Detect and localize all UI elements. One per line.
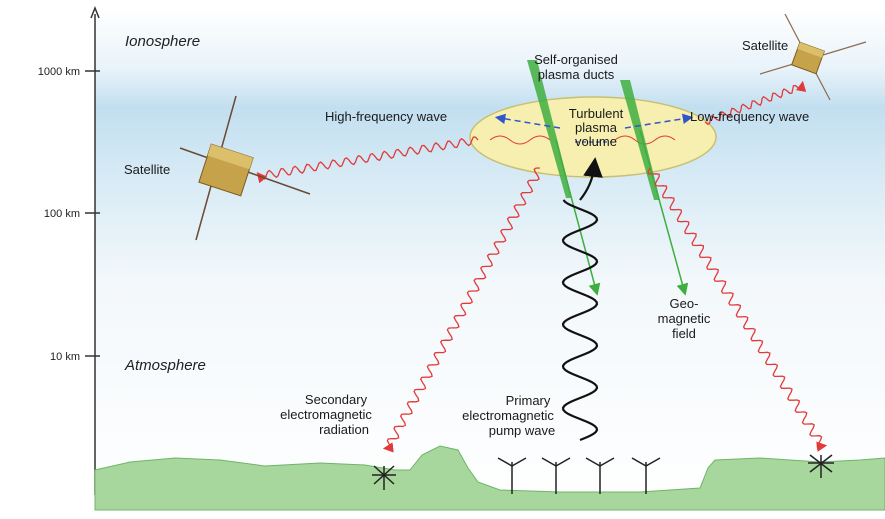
pump-wave-tail — [579, 157, 603, 201]
label-low-frequency-wave: Low-frequency wave — [690, 109, 809, 124]
label-high-frequency-wave: High-frequency wave — [325, 109, 447, 124]
label-pump-wave: pump wave — [489, 423, 555, 438]
plasma-duct-left — [527, 60, 572, 198]
primary-pump-wave — [561, 199, 599, 442]
secondary-radiation-left — [382, 167, 541, 453]
label-satellite-left: Satellite — [124, 162, 170, 177]
tick-label-1000km: 1000 km — [38, 66, 80, 78]
region-label-ionosphere: Ionosphere — [125, 33, 200, 50]
label-radiation: radiation — [319, 422, 369, 437]
label-plasma: plasma — [575, 120, 618, 135]
hf-wave-to-left-satellite — [256, 136, 479, 184]
label-plasma-ducts: plasma ducts — [538, 67, 615, 82]
label-secondary-electromagnetic: electromagnetic — [280, 407, 372, 422]
label-magnetic: magnetic — [658, 311, 711, 326]
label-primary-electromagnetic: electromagnetic — [462, 408, 554, 423]
sky-background — [95, 8, 885, 508]
label-secondary: Secondary — [305, 392, 368, 407]
label-primary: Primary — [506, 393, 551, 408]
secondary-radiation-right — [647, 167, 828, 452]
antenna-secondary-right — [808, 454, 834, 478]
hf-direction-arrow — [494, 113, 561, 129]
lf-wave-to-right-satellite — [704, 80, 807, 126]
label-turbulent: Turbulent — [569, 106, 624, 121]
geomagnetic-field-line-right — [639, 129, 689, 296]
tick-label-100km: 100 km — [44, 208, 80, 220]
satellite-right — [759, 13, 867, 101]
plasma-duct-right — [620, 80, 660, 200]
ground — [94, 445, 885, 511]
label-satellite-right: Satellite — [742, 38, 788, 53]
satellite-left — [179, 95, 311, 241]
altitude-axis-arrowhead — [90, 5, 100, 19]
antenna-array — [497, 457, 661, 494]
geomagnetic-field-line-left — [555, 139, 601, 296]
lf-direction-arrow — [624, 113, 694, 129]
label-geo: Geo- — [670, 296, 699, 311]
region-label-atmosphere: Atmosphere — [124, 357, 206, 374]
antenna-secondary-left — [372, 465, 396, 490]
tick-label-10km: 10 km — [50, 351, 80, 363]
label-volume: volume — [575, 134, 617, 149]
label-self-organised: Self-organised — [534, 52, 618, 67]
label-field: field — [672, 326, 696, 341]
